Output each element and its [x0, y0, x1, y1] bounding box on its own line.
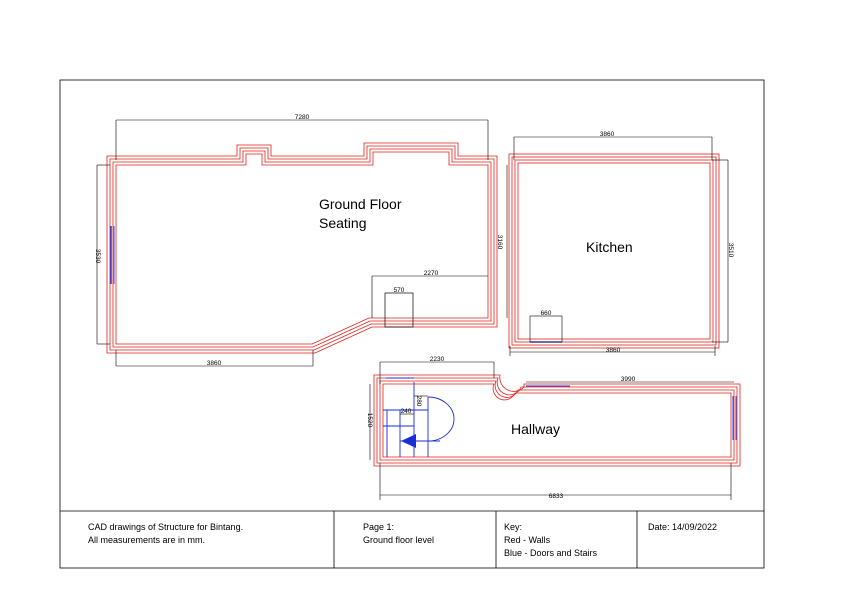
room-label-kitchen: Kitchen — [586, 239, 633, 255]
dim-hall-small-b: 280 — [415, 396, 422, 407]
dim-seating-top: 7280 — [295, 114, 310, 121]
hallway-dimension-lines — [369, 361, 734, 500]
dim-hall-bottom: 6833 — [549, 493, 564, 500]
stairs-direction-arrow — [401, 434, 416, 448]
dim-stair-width: 570 — [394, 287, 405, 294]
stairwell-opening — [384, 292, 414, 328]
dim-seating-left: 3530 — [94, 249, 101, 264]
dim-kitchen-bottom: 3860 — [606, 347, 621, 354]
room-label-hallway: Hallway — [511, 421, 560, 437]
kitchen-walls — [508, 153, 720, 349]
title-page-line2: Ground floor level — [363, 535, 434, 545]
dim-hall-top-left: 2230 — [430, 356, 445, 363]
title-page-line1: Page 1: — [363, 522, 394, 532]
dim-seating-bottom: 3860 — [207, 360, 222, 367]
title-date: Date: 14/09/2022 — [648, 522, 717, 532]
dim-hall-top-right: 3990 — [621, 376, 636, 383]
seating-dimension-lines — [96, 119, 508, 367]
title-key-heading: Key: — [504, 522, 522, 532]
dim-kitchen-top: 3860 — [600, 131, 615, 138]
kitchen-dimension-lines — [509, 136, 729, 356]
title-description-line2: All measurements are in mm. — [88, 535, 205, 545]
room-label-seating-line2: Seating — [319, 215, 366, 231]
sheet-border — [59, 79, 765, 569]
title-key-red: Red - Walls — [504, 535, 551, 545]
title-key-blue: Blue - Doors and Stairs — [504, 548, 598, 558]
dim-kitchen-right: 3510 — [727, 243, 734, 258]
dim-seating-right: 3160 — [496, 235, 503, 250]
dim-seating-step: 2270 — [424, 270, 439, 277]
dim-hall-left: 1520 — [366, 413, 373, 428]
dim-kitchen-door: 660 — [541, 310, 552, 317]
room-label-seating-line1: Ground Floor — [319, 196, 402, 212]
seating-walls — [106, 142, 498, 354]
title-description-line1: CAD drawings of Structure for Bintang. — [88, 522, 243, 532]
hallway-walls — [373, 374, 741, 467]
dim-hall-small-a: 240 — [401, 408, 412, 415]
